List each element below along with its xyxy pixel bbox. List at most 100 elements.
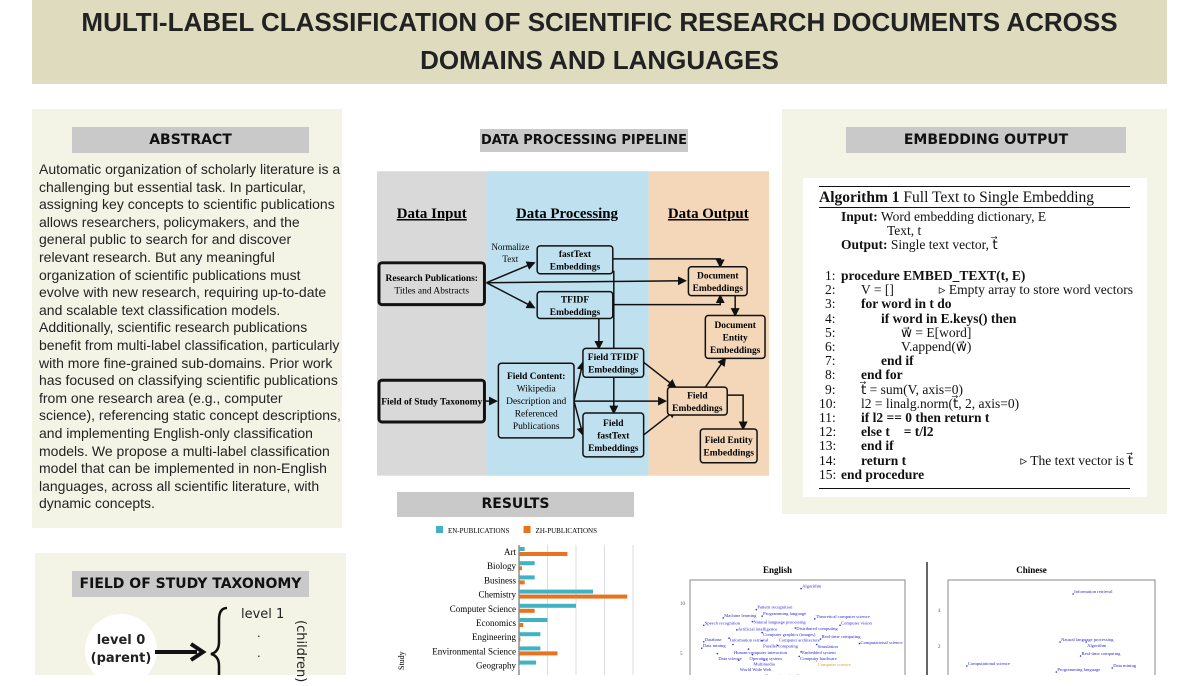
algorithm-line: for word in t do [861,296,952,312]
parent-sub-label: (parent) [90,651,152,666]
node-label: Embeddings [672,404,723,414]
node-label: Titles and Abstracts [394,286,469,296]
bar-zh [519,665,520,670]
point-label: Computer science [818,662,851,667]
category-label: Chemistry [479,590,517,600]
parent-node: level 0 (parent) [85,614,157,686]
node-label: Embeddings [710,346,761,356]
bar-en [519,561,535,566]
column-heading: Data Output [668,206,749,222]
scatter-point [747,648,750,650]
scatter-point [732,643,734,646]
scatter-divider [926,562,928,675]
line-number: 15: [819,466,837,482]
dot-1: . [257,625,261,640]
scatter-point [1059,641,1061,643]
algorithm-line: end if [861,438,894,454]
point-label: Parallel computing [763,643,799,648]
scatter-point [700,647,703,649]
point-label: Embedded system [802,650,836,655]
scatter-point [819,638,822,640]
category-label: Geography [476,661,516,671]
scatter-point [761,640,763,642]
arrow-and-brace-icon [155,606,228,675]
point-label: Simulation [818,644,839,649]
point-label: Artificial intelligence [738,626,777,631]
bar-zh [519,623,524,627]
flow-arrow [612,294,725,306]
algorithm-line: if l2 == 0 then return t⃗ [861,410,1000,425]
algorithm-box: Algorithm 1 Full Text to Single Embeddin… [803,178,1147,497]
input-column [377,171,487,476]
node-label: Field Entity [705,436,753,446]
scatter-point [794,627,797,629]
legend-label: EN-PUBLICATIONS [448,527,510,535]
algorithm-number: Algorithm 1 [819,189,900,206]
algorithm-line: end for [861,367,903,383]
scatter-point [702,624,705,627]
node-label: TFIDF [561,295,590,305]
node-label: Field Content: [507,372,565,382]
node-label: Embeddings [704,449,755,459]
scatter-point [751,653,754,656]
line-number: 6: [825,339,836,354]
y-axis-label: Study [397,651,406,670]
point-label: Information retrieval [1074,589,1113,594]
flow-arrow [486,276,687,286]
flow-arrow [486,282,536,309]
bar-en [519,618,548,622]
line-number: 12: [819,424,837,440]
algorithm-line: procedure EMBED_TEXT(t, E) [841,268,1026,283]
node-label: Wikipedia [517,385,557,395]
algorithm-comment: ▹ Empty array to store word vectors [938,282,1133,298]
abstract-heading: ABSTRACT [72,127,309,153]
scatter-point [716,652,719,655]
scatter-point [761,631,763,634]
scatter-point [966,665,968,667]
category-label: Art [504,547,516,557]
line-number: 3: [825,296,836,312]
node-label: Publications [513,422,560,432]
point-label: Computer network [765,673,800,675]
scatter-point [1111,667,1114,669]
point-label: Programming language [1057,667,1100,672]
scatter-point [763,659,765,661]
point-label: Computational science [861,640,903,645]
flow-arrow [704,357,727,388]
scatter-point [813,618,816,620]
algorithm-line: l2 = linalg.norm(t⃗, 2, axis=0) [861,395,1020,411]
category-label: Economics [476,618,516,628]
algorithm-comment: ▹ The text vector is t⃗ [1020,452,1133,468]
node-label: Embeddings [588,366,639,376]
algorithm-line: end procedure [841,466,925,482]
point-label: Real-time computing [1082,651,1122,656]
column-heading: Data Input [397,206,467,222]
scatter-title: English [763,565,792,575]
point-label: Data science [718,656,741,661]
algorithm-line: return t⃗ [861,452,917,468]
scatter-point [761,615,763,617]
results-heading: RESULTS [397,492,634,517]
algorithm-line: t⃗ = sum(V, axis=0) [861,381,964,397]
point-label: Database [705,637,722,642]
legend-swatch [523,526,531,533]
algorithm-line: V.append(w⃗) [901,339,972,354]
point-label: Algorithm [802,584,822,589]
point-label: Algorithm [1087,643,1107,648]
scatter-point [702,640,705,643]
flow-arrow [727,394,748,431]
category-label: Biology [487,561,517,571]
point-label: Distributed computing [796,626,838,631]
scatter-point [755,608,758,611]
point-label: Information retrieval [730,638,769,643]
column-heading: Data Processing [516,206,619,222]
category-label: Environmental Science [432,646,516,656]
scatter-point [839,624,841,627]
line-number: 14: [819,452,837,468]
algorithm-line: w⃗ = E[word] [901,324,972,340]
